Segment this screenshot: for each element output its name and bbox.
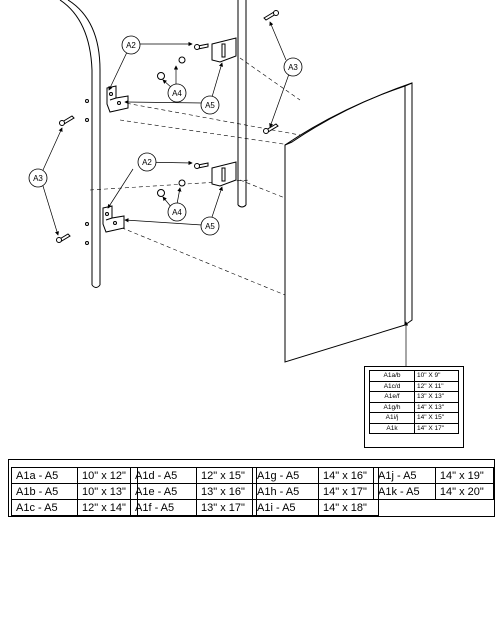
option-size: 10" x 12" [77,467,138,484]
upper-bracket-right [211,37,237,63]
lower-bracket-left [102,205,125,233]
size-key-size: 14" X 17" [414,422,459,434]
option-size: 14" x 18" [318,499,379,516]
option-code: A1g - A5 [252,467,319,484]
option-code: A1d - A5 [130,467,197,484]
callout-a3-right: A3 [283,57,303,77]
size-key-size: 14" X 15" [414,412,459,424]
lower-bracket-right [211,161,237,187]
callout-a2-upper: A2 [121,35,141,55]
left-frame-tube [59,0,101,288]
exploded-parts-diagram: A2 A4 A5 A3 A2 A4 A5 A3 [28,0,413,366]
option-code: A1b - A5 [11,483,78,500]
option-code: A1a - A5 [11,467,78,484]
svg-text:A5: A5 [205,101,215,110]
option-size: 12" x 14" [77,499,138,516]
option-size: 14" x 17" [318,483,379,500]
callout-a4-lower: A4 [167,202,187,222]
option-code: A1i - A5 [252,499,319,516]
svg-text:A5: A5 [205,222,215,231]
svg-text:A2: A2 [126,41,136,50]
callout-a2-lower: A2 [137,152,157,172]
size-key-size: 14" X 13" [414,401,459,413]
dashed-guide-lines [89,57,301,296]
size-key-size: 13" X 13" [414,391,459,403]
callout-a5-upper: A5 [200,95,220,115]
size-key-code: A1i/j [369,412,415,424]
svg-text:A4: A4 [172,208,182,217]
svg-text:A2: A2 [142,158,152,167]
leader-lines [42,21,409,366]
option-size: 14" x 20" [434,483,495,500]
option-size: 12" x 15" [196,467,257,484]
svg-text:A3: A3 [33,174,43,183]
back-panel [284,82,413,363]
option-size: 14" x 16" [318,467,379,484]
option-code: A1f - A5 [130,499,197,516]
callout-a5-lower: A5 [200,216,220,236]
option-size: 10" x 13" [77,483,138,500]
option-code: A1h - A5 [252,483,319,500]
option-size: 14" x 19" [434,467,495,484]
option-size: 13" x 17" [196,499,257,516]
callout-a3-left: A3 [28,168,48,188]
upper-bracket-left [106,85,129,113]
lower-screws [157,162,209,197]
option-code: A1k - A5 [373,483,436,500]
size-key-size: 10" X 9" [414,370,459,382]
option-code: A1e - A5 [130,483,197,500]
option-size: 13" x 16" [196,483,257,500]
size-key-code: A1g/h [369,401,415,413]
svg-text:A3: A3 [288,63,298,72]
a3-screws [56,10,279,243]
size-key-size: 12" X 11" [414,380,459,392]
upper-screws [157,43,209,80]
svg-text:A4: A4 [172,89,182,98]
right-frame-tube [237,0,247,208]
size-key-code: A1c/d [369,380,415,392]
size-key-code: A1k [369,422,415,434]
option-code: A1j - A5 [373,467,436,484]
size-key-code: A1a/b [369,370,415,382]
callout-a4-upper: A4 [167,83,187,103]
option-code: A1c - A5 [11,499,78,516]
size-key-code: A1e/f [369,391,415,403]
